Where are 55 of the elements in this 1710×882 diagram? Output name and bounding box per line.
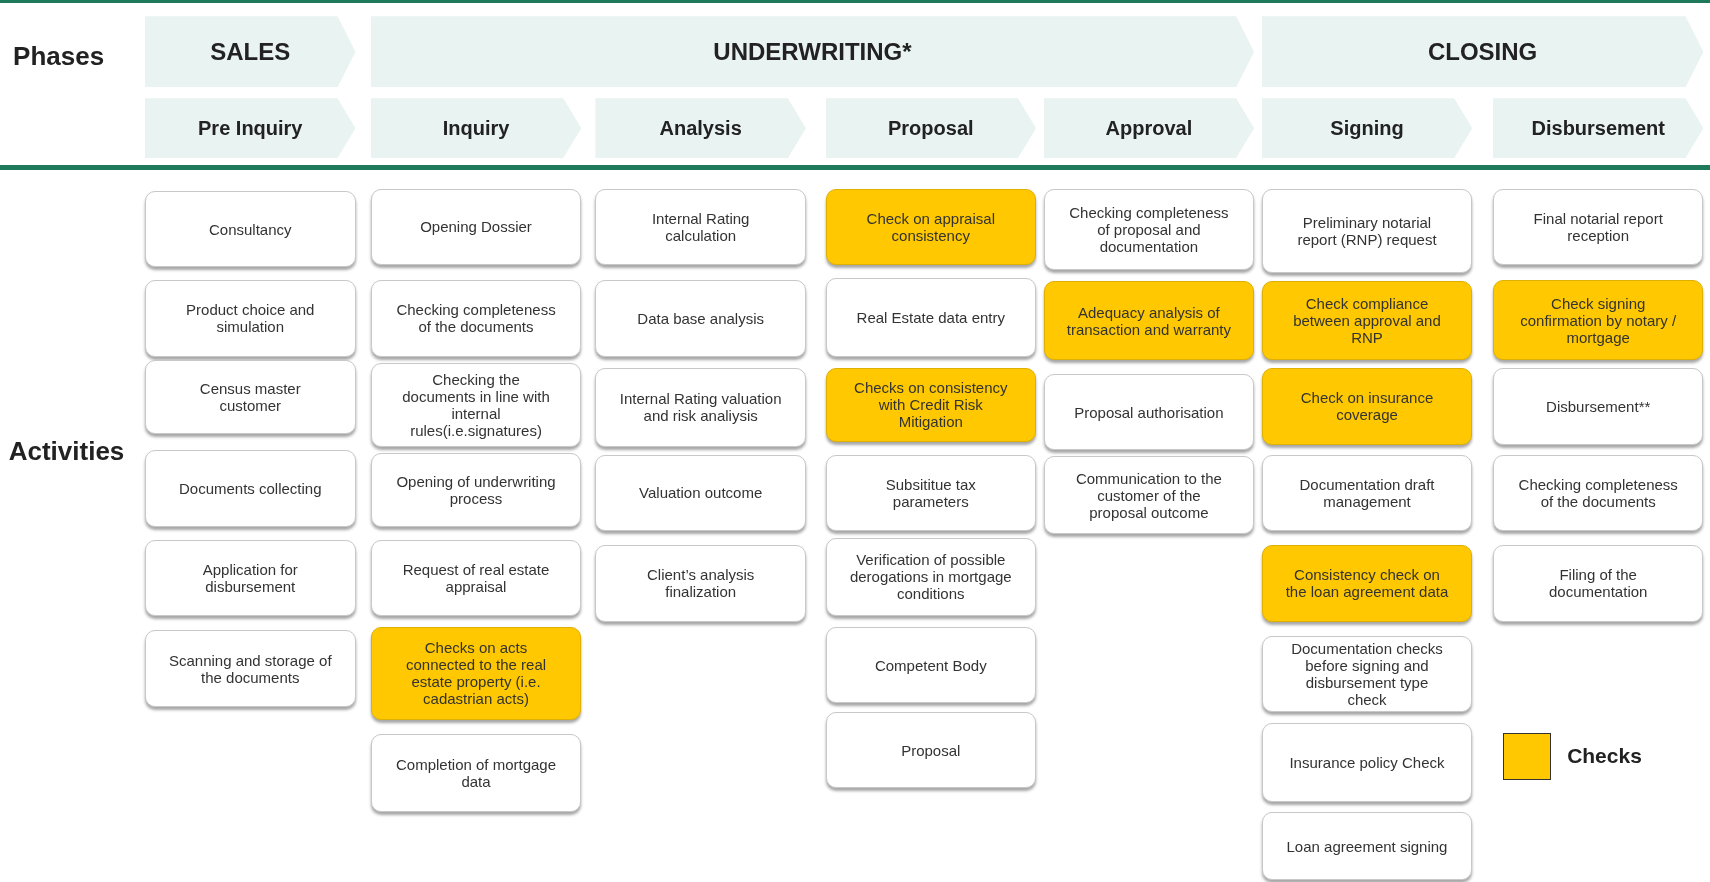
step-header: Pre Inquiry (145, 98, 356, 159)
check-activity-box: Check signing confirmation by notary / mortgage (1492, 280, 1704, 360)
check-activity-box: Check compliance between approval and RNP (1261, 281, 1473, 360)
check-activity-box: Checks on acts connected to the real estate property (i.e. cadastrian acts) (370, 627, 582, 720)
activity-box: Census master customer (145, 359, 356, 435)
phase-header: CLOSING (1261, 16, 1704, 88)
check-activity-box: Checks on consistency with Credit Risk Mitigation (825, 367, 1036, 442)
check-activity-box: Consistency check on the loan agreement data (1261, 545, 1473, 622)
activity-box: Real Estate data entry (825, 278, 1036, 357)
step-header: Disbursement (1492, 98, 1704, 159)
activity-box: Client’s analysis finalization (595, 545, 806, 622)
activity-box: Application for disbursement (145, 539, 356, 617)
activity-box: Product choice and simulation (145, 280, 356, 357)
activity-box: Documents collecting (145, 450, 356, 527)
step-header: Approval (1043, 98, 1255, 159)
activity-box: Documentation draft management (1261, 454, 1473, 532)
activity-box: Scanning and storage of the documents (145, 630, 356, 707)
activity-box: Checking completeness of the documents (370, 280, 582, 357)
activity-box: Opening of underwriting process (370, 452, 582, 527)
activity-box: Disbursement** (1492, 367, 1704, 445)
activity-box: Internal Rating valuation and risk analiysis (595, 367, 806, 448)
phase-header: UNDERWRITING* (370, 16, 1255, 88)
activity-box: Proposal authorisation (1043, 374, 1255, 451)
check-activity-box: Check on appraisal consistency (825, 188, 1036, 265)
activity-box: Opening Dossier (370, 188, 582, 265)
step-header: Signing (1261, 98, 1473, 159)
activity-box: Final notarial report reception (1492, 188, 1704, 265)
activity-box: Valuation outcome (595, 454, 806, 532)
activity-box: Filing of the documentation (1492, 545, 1704, 622)
phase-header: SALES (145, 16, 356, 88)
activity-box: Communication to the customer of the proposal outcome (1043, 455, 1255, 535)
activity-box: Consultancy (145, 190, 356, 268)
activity-box: Data base analysis (595, 280, 806, 357)
row-heading: Phases (13, 41, 105, 73)
activity-box: Insurance policy Check (1261, 723, 1473, 802)
activity-box: Competent Body (825, 627, 1036, 704)
activity-box: Subsititue tax parameters (825, 454, 1036, 532)
activity-box: Documentation checks before signing and disbursement type check (1261, 635, 1473, 713)
activity-box: Checking completeness of proposal and documentation (1043, 188, 1255, 271)
activity-box: Internal Rating calculation (595, 188, 806, 265)
activity-box: Checking the documents in line with internal rules(i.e.signatures) (370, 363, 582, 448)
activity-box: Checking completeness of the documents (1492, 454, 1704, 532)
activity-box: Loan agreement signing (1261, 812, 1473, 881)
activity-box: Preliminary notarial report (RNP) request (1261, 188, 1473, 273)
activity-box: Completion of mortgage data (370, 733, 582, 813)
check-activity-box: Adequacy analysis of transaction and warranty (1043, 281, 1255, 360)
step-header: Analysis (595, 98, 806, 159)
row-heading: Activities (8, 436, 125, 468)
activity-box: Verification of possible derogations in mortgage conditions (825, 537, 1036, 617)
activity-box: Proposal (825, 712, 1036, 789)
check-activity-box: Check on insurance coverage (1261, 367, 1473, 445)
step-header: Inquiry (370, 98, 582, 159)
activity-box: Request of real estate appraisal (370, 539, 582, 617)
legend-label: Checks (1567, 743, 1642, 768)
step-header: Proposal (825, 98, 1036, 159)
